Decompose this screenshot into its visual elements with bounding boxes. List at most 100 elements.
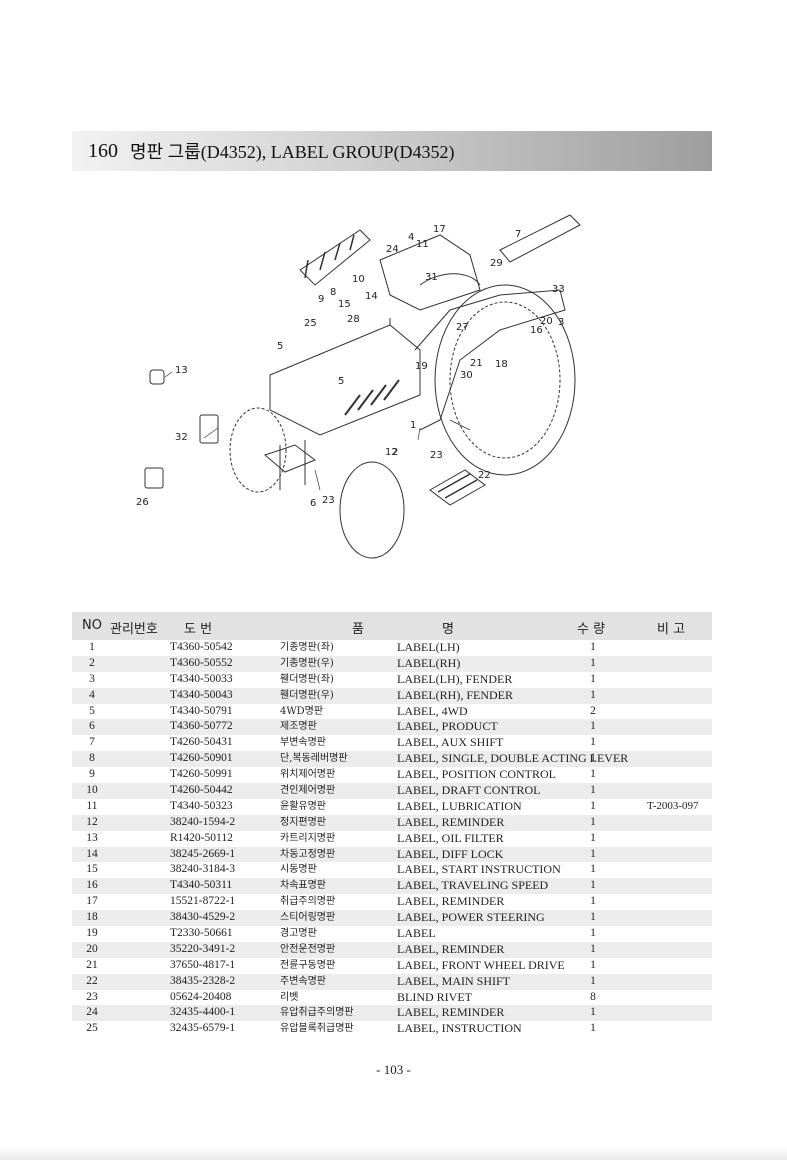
row-korean-name: 정지편명판 — [280, 816, 326, 828]
row-quantity: 1 — [590, 1006, 596, 1019]
row-no: 25 — [86, 1022, 98, 1035]
row-english-name: LABEL, AUX SHIFT — [397, 735, 504, 750]
row-no: 20 — [86, 942, 98, 955]
row-part-number: 32435-6579-1 — [170, 1022, 236, 1035]
row-quantity: 1 — [590, 958, 596, 971]
row-part-number: 05624-20408 — [170, 990, 232, 1003]
callout-label: 25 — [304, 318, 317, 329]
table-row: 2 T4360-50552 기종명판(우) LABEL(RH) 1 — [72, 655, 712, 672]
row-part-number: 15521-8722-1 — [170, 895, 236, 908]
front-frame — [264, 444, 317, 473]
row-part-number: T4260-50991 — [170, 768, 233, 781]
callout-label: 19 — [415, 361, 428, 372]
row-quantity: 1 — [590, 879, 596, 892]
row-part-number: 38435-2328-2 — [170, 974, 236, 987]
row-korean-name: 전륜구동명판 — [280, 959, 336, 971]
header-remarks: 비 고 — [657, 622, 686, 637]
row-part-number: T2330-50661 — [170, 927, 233, 940]
callout-label: 7 — [515, 229, 521, 240]
section-title: 명판 그룹(D4352), LABEL GROUP(D4352) — [130, 142, 455, 162]
row-part-number: 35220-3491-2 — [170, 942, 236, 955]
row-part-number: T4340-50043 — [170, 688, 233, 701]
row-english-name: LABEL(RH), FENDER — [397, 687, 513, 702]
row-quantity: 1 — [590, 799, 596, 812]
row-english-name: LABEL — [397, 926, 436, 941]
row-no: 4 — [89, 688, 95, 701]
row-korean-name: 위치제어명판 — [280, 769, 336, 781]
row-no: 10 — [86, 784, 98, 797]
row-english-name: LABEL, START INSTRUCTION — [397, 862, 561, 877]
row-korean-name: 리벳 — [280, 991, 299, 1003]
row-no: 14 — [86, 847, 98, 860]
row-part-number: T4340-50791 — [170, 704, 233, 717]
callout-label: 26 — [136, 497, 149, 508]
row-quantity: 2 — [590, 704, 596, 717]
callout-label: 24 — [386, 244, 399, 255]
row-quantity: 8 — [590, 990, 596, 1003]
callout-label: 9 — [318, 294, 324, 305]
callout-label: 21 — [470, 358, 483, 369]
row-korean-name: 단,복동레버명판 — [280, 753, 348, 765]
row-korean-name: 안전운전명판 — [280, 943, 336, 955]
row-quantity: 1 — [590, 688, 596, 701]
row-no: 5 — [89, 704, 95, 717]
callout-label: 20 — [540, 316, 553, 327]
row-no: 13 — [86, 831, 98, 844]
row-english-name: LABEL, OIL FILTER — [397, 830, 504, 845]
row-english-name: LABEL(LH), FENDER — [397, 671, 513, 686]
front-wheel-right — [339, 461, 405, 559]
row-english-name: LABEL, DRAFT CONTROL — [397, 783, 541, 798]
row-part-number: 38240-1594-2 — [170, 815, 236, 828]
row-no: 11 — [86, 799, 98, 812]
row-no: 3 — [89, 672, 95, 685]
hood-stripes — [344, 379, 400, 416]
row-korean-name: 기종명판(좌) — [280, 642, 334, 653]
row-no: 2 — [89, 656, 95, 669]
callout-label: 12 — [385, 447, 398, 458]
page-edge — [0, 1146, 787, 1160]
row-quantity: 1 — [590, 768, 596, 781]
row-english-name: LABEL, DIFF LOCK — [397, 846, 504, 861]
row-part-number: 38240-3184-3 — [170, 863, 236, 876]
callout-label: 13 — [175, 365, 188, 376]
row-english-name: LABEL(RH) — [397, 655, 461, 670]
row-korean-name: 제조명판 — [280, 721, 317, 733]
row-quantity: 1 — [590, 720, 596, 733]
row-korean-name: 기종명판(우) — [280, 657, 334, 669]
row-no: 16 — [86, 879, 98, 892]
callout-label: 10 — [352, 274, 365, 285]
row-part-number: R1420-50112 — [170, 831, 233, 844]
row-korean-name: 주변속명판 — [280, 975, 326, 987]
row-part-number: T4360-50542 — [170, 641, 233, 653]
row-no: 19 — [86, 927, 98, 940]
row-no: 8 — [89, 752, 95, 765]
row-quantity: 1 — [590, 847, 596, 860]
tractor-parts-diagram: 1 2 3 4 5 5 6 7 8 9 10 11 12 13 14 15 16… — [136, 214, 581, 559]
callout-label: 5 — [277, 341, 283, 352]
callout-label: 15 — [338, 299, 351, 310]
header-no: NO — [82, 618, 102, 633]
row-korean-name: 휀더명판(좌) — [280, 673, 334, 685]
callout-label: 23 — [322, 495, 335, 506]
callout-label: 33 — [552, 284, 565, 295]
section-title-bar: 160 명판 그룹(D4352), LABEL GROUP(D4352) — [72, 131, 712, 171]
rops-right — [499, 214, 581, 263]
row-quantity: 1 — [590, 942, 596, 955]
section-number: 160 — [88, 139, 118, 162]
row-part-number: T4360-50772 — [170, 720, 233, 733]
callout-label: 5 — [338, 376, 344, 387]
bracket-part — [144, 467, 164, 489]
row-english-name: LABEL, PRODUCT — [397, 719, 498, 734]
row-quantity: 1 — [590, 656, 596, 669]
row-part-number: 32435-4400-1 — [170, 1006, 236, 1019]
row-part-number: T4360-50552 — [170, 656, 233, 669]
header-name-a: 품 — [352, 622, 364, 637]
